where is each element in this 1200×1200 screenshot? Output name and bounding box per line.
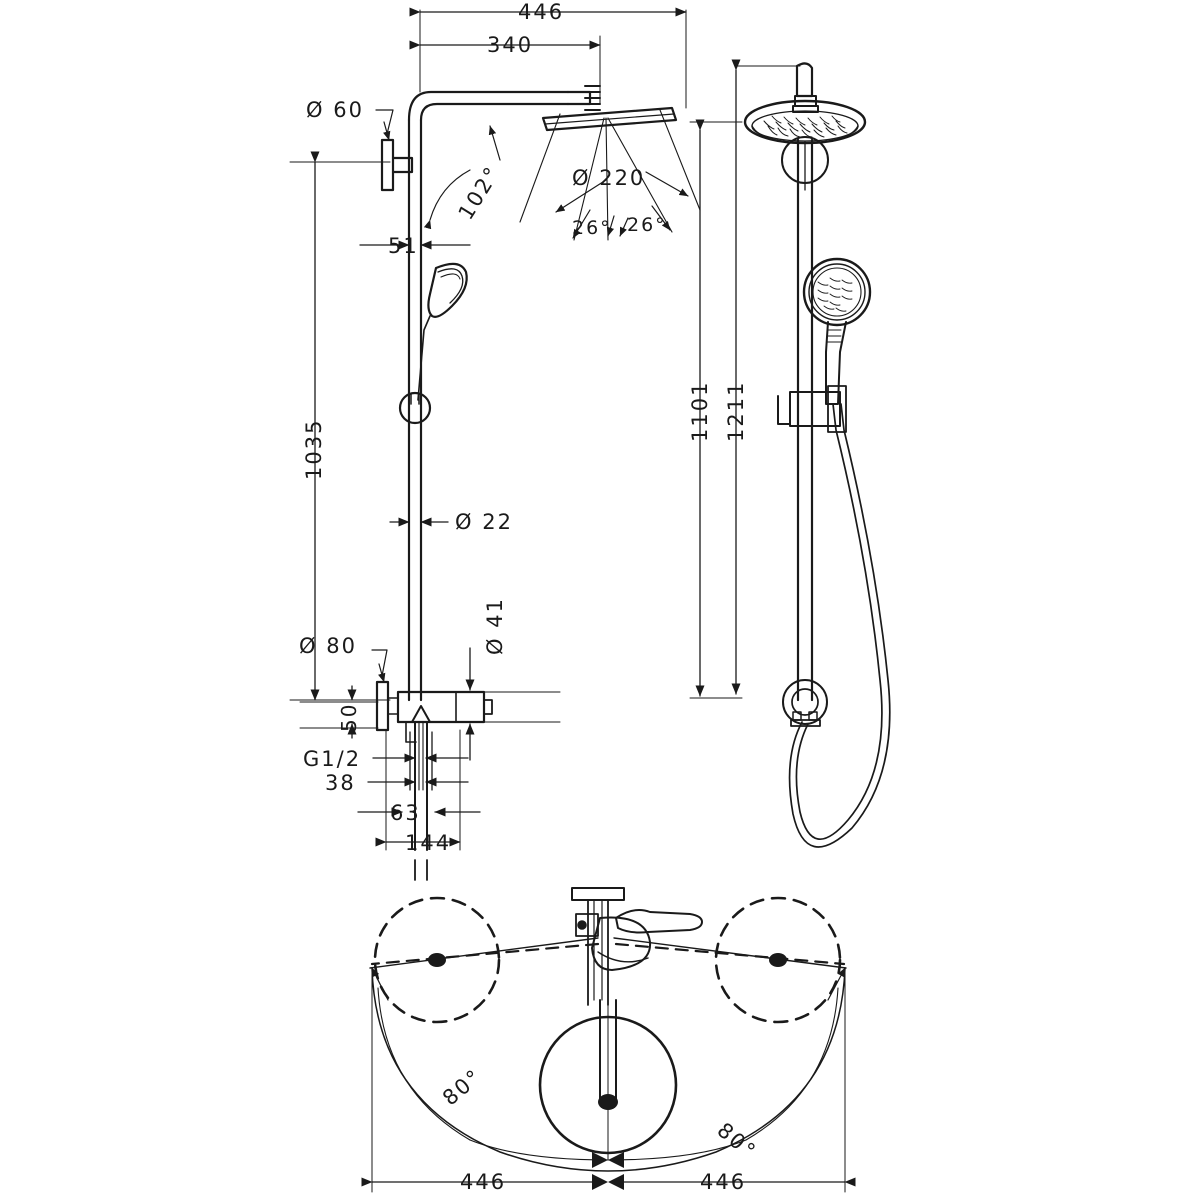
dim-label-offset-51: 51 [388, 234, 419, 258]
dim-label-plan-right: 446 [700, 1170, 747, 1194]
dim-label-height-1035: 1035 [302, 418, 326, 480]
dim-label-body-diameter: Ø 41 [483, 597, 507, 655]
dim-label-pipe-diameter: Ø 22 [455, 510, 513, 534]
plan-view-dimensions [361, 967, 856, 1193]
dim-label-depth-144: 144 [405, 831, 452, 855]
side-elevation-geometry [375, 85, 678, 881]
side-view-dimensions [289, 7, 701, 851]
front-elevation-geometry [743, 62, 891, 848]
dim-label-depth-38: 38 [325, 771, 356, 795]
dim-label-escutcheon-diameter: Ø 80 [299, 634, 357, 658]
dim-label-height-1211: 1211 [724, 380, 748, 442]
plan-view-geometry [369, 887, 847, 1172]
dim-label-height-50: 50 [337, 702, 361, 732]
dim-label-bracket-diameter: Ø 60 [306, 98, 364, 122]
dim-label-top-inner: 340 [487, 33, 534, 57]
dim-label-thread: G1/2 [303, 747, 362, 771]
dim-label-spray-angle-left: 26° [572, 217, 612, 239]
dim-label-spray-angle-right: 26° [627, 214, 667, 236]
dim-label-head-diameter: Ø 220 [572, 166, 646, 190]
dim-label-top-overall: 446 [518, 0, 565, 24]
dim-label-plan-left: 446 [460, 1170, 507, 1194]
front-view-dimensions [689, 59, 801, 699]
dim-label-height-1101: 1101 [688, 380, 712, 442]
dim-label-depth-63: 63 [390, 801, 421, 825]
